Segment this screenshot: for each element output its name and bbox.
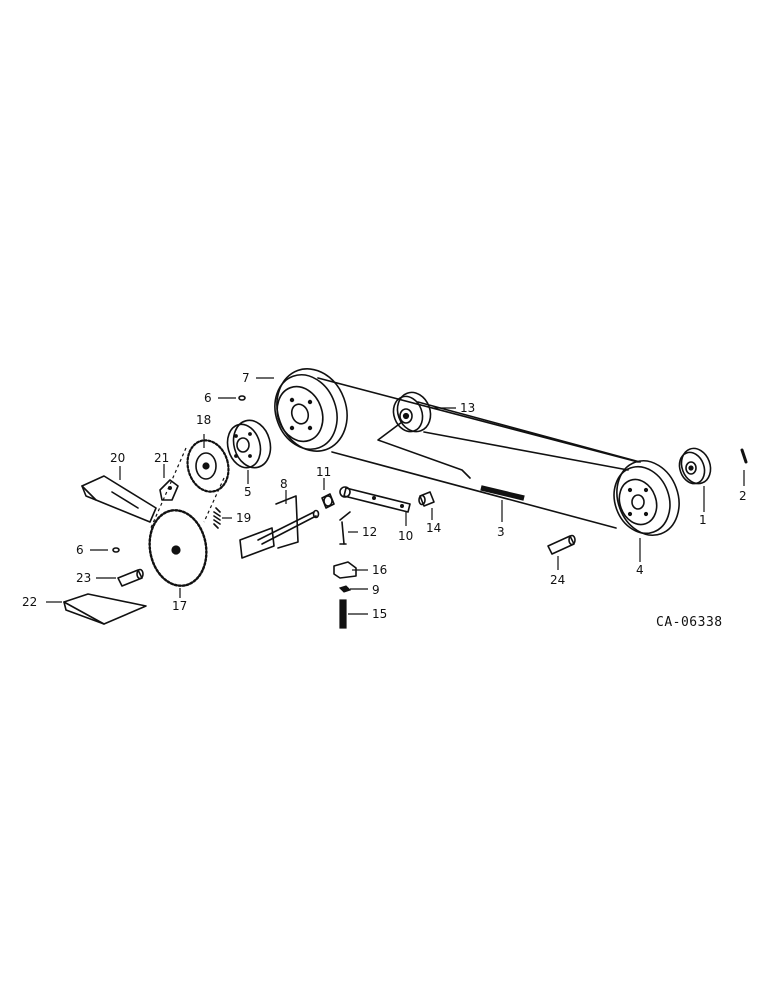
bushing-14 [418, 491, 435, 507]
callout-23: 23 [76, 571, 91, 585]
drawing-code: CA-06338 [656, 615, 723, 630]
callout-9: 9 [372, 583, 380, 597]
pulley-4 [613, 460, 680, 536]
leader-lines [46, 377, 745, 615]
callout-14: 14 [426, 521, 441, 535]
callout-13: 13 [460, 401, 475, 415]
callout-16: 16 [372, 563, 387, 577]
callout-10: 10 [398, 529, 413, 543]
large-sprocket-17 [148, 447, 225, 587]
callout-17: 17 [172, 599, 187, 613]
bracket-16 [333, 561, 357, 579]
sprocket-18 [186, 439, 230, 493]
callout-4: 4 [636, 563, 644, 577]
callout-18: 18 [196, 413, 211, 427]
threaded-rod-15 [339, 599, 347, 629]
plate-22 [63, 593, 147, 625]
callout-24: 24 [550, 573, 565, 587]
large-pulley-7 [274, 368, 348, 452]
callout-11: 11 [316, 465, 331, 479]
pin-2 [740, 448, 748, 464]
callout-15: 15 [372, 607, 387, 621]
key-3 [480, 485, 525, 501]
callout-1: 1 [699, 513, 707, 527]
callout-7: 7 [242, 371, 250, 385]
callout-19: 19 [236, 511, 251, 525]
callout-8: 8 [280, 477, 288, 491]
shaft-assembly-8 [239, 495, 320, 559]
key-6-lower [112, 547, 120, 553]
bracket-20 [81, 475, 157, 523]
pin-23 [117, 568, 144, 587]
callout-6-upper: 6 [204, 391, 212, 405]
spring-19 [213, 507, 221, 529]
arm-10 [339, 486, 411, 513]
pin-24 [547, 534, 576, 555]
callout-21: 21 [154, 451, 169, 465]
key-6-upper [238, 395, 246, 401]
hub-5 [226, 419, 272, 469]
nut-9 [338, 585, 352, 593]
idler-pulley-13 [392, 391, 432, 433]
bushing-11 [321, 493, 335, 509]
callout-22: 22 [22, 595, 37, 609]
callout-5: 5 [244, 485, 252, 499]
callout-labels: 1 2 3 4 5 6 6 7 8 9 10 11 12 13 14 15 16… [22, 371, 747, 621]
small-pulley-1 [678, 447, 712, 485]
callout-20: 20 [110, 451, 125, 465]
callout-2: 2 [739, 489, 747, 503]
callout-3: 3 [497, 525, 505, 539]
drive-belts [317, 377, 641, 529]
callout-12: 12 [362, 525, 377, 539]
bolt-12 [339, 511, 351, 545]
callout-6-lower: 6 [76, 543, 84, 557]
block-21 [159, 479, 179, 501]
